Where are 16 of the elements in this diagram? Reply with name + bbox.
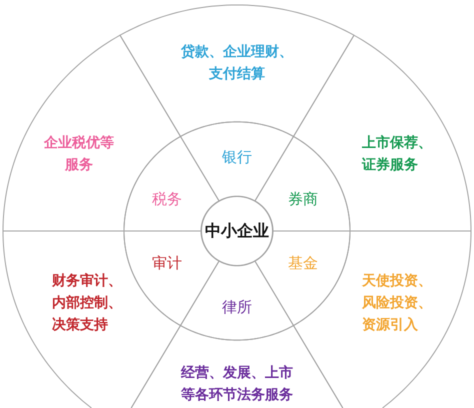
outer-ring-segment [2,229,182,408]
service-description: 企业税优等服务 [42,134,115,175]
service-description: 财务审计、内部控制、决策支持 [52,272,123,335]
segment-label: 银行 [222,147,252,167]
center-label: 中小企业 [205,220,269,241]
service-description: 上市保荐、证券服务 [362,134,433,175]
service-description: 贷款、企业理财、支付结算 [180,43,294,84]
outer-ring-segment [2,34,182,232]
segment-label: 券商 [288,189,318,209]
segment-label: 税务 [152,189,182,209]
service-description: 经营、发展、上市等各环节法务服务 [180,364,294,405]
service-description: 天使投资、风险投资、资源引入 [362,272,433,335]
segment-label: 基金 [288,253,318,273]
segment-label: 审计 [152,253,182,273]
segment-label: 律所 [222,297,252,317]
outer-ring-segment [119,3,355,138]
